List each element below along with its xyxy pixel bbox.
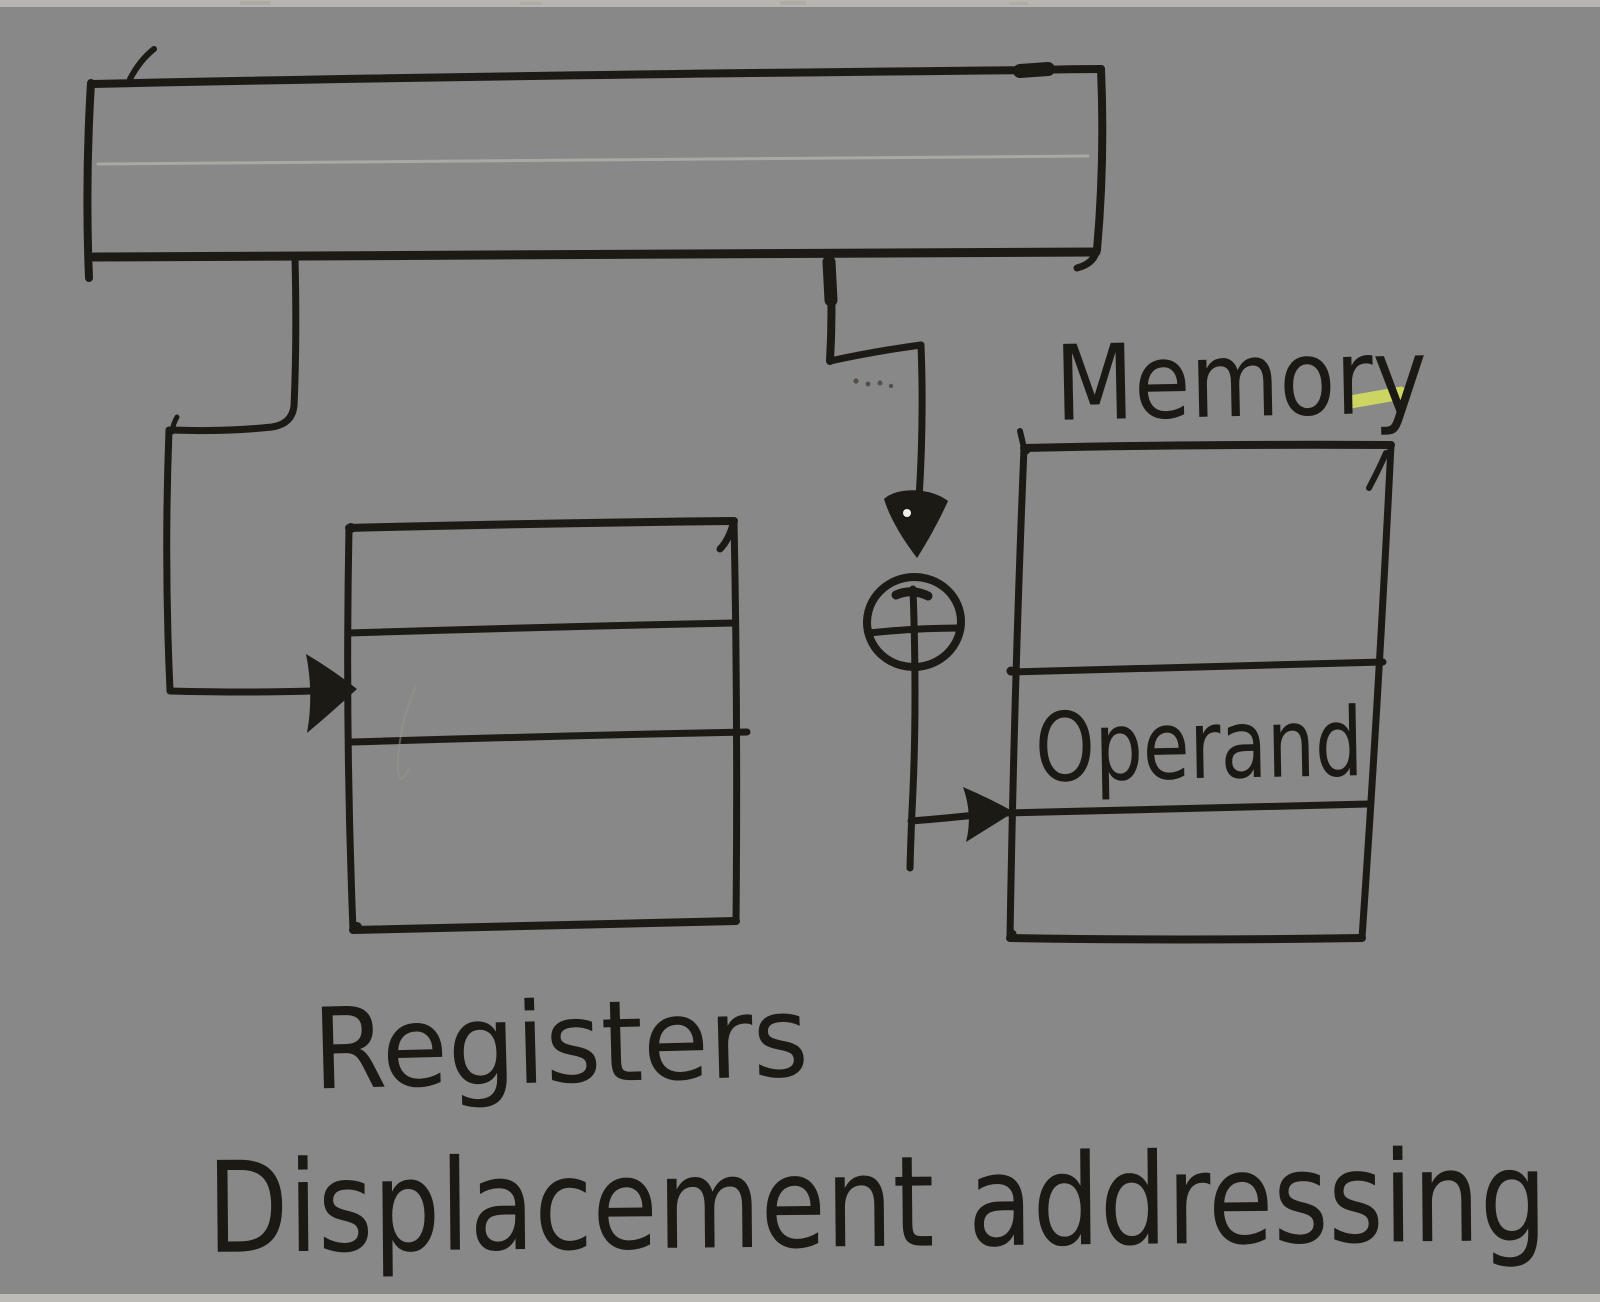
registers-box [344, 517, 751, 934]
speck [780, 1, 806, 5]
ink-blob [352, 922, 362, 932]
dot [853, 378, 859, 384]
connector-horizontal [166, 687, 316, 696]
memory-box-left [1006, 444, 1028, 942]
adder-circle [863, 572, 965, 672]
registers-box-right [730, 517, 741, 925]
ink-blob [822, 255, 838, 307]
arrowhead-right-icon [306, 654, 357, 733]
dot [877, 380, 883, 386]
registers-box-left [344, 524, 357, 934]
memory-label: Memory [1054, 315, 1428, 445]
connector-adder-to-memory [907, 787, 1014, 842]
ink-blob [1007, 929, 1017, 939]
highlighter-mark [1345, 386, 1407, 409]
pen-flick [127, 46, 157, 82]
memory-box-top [1020, 440, 1395, 452]
pencil-squiggle-mark [396, 685, 417, 780]
instruction-box-bottom [89, 247, 1101, 262]
pen-tick [1366, 450, 1389, 491]
scan-edge-bottom [0, 1294, 1600, 1302]
memory-box-right [1358, 441, 1395, 942]
memory-row-divider [1003, 800, 1372, 817]
operand-label: Operand [1034, 688, 1364, 804]
instruction-box-top [88, 65, 1105, 88]
speck [240, 1, 270, 5]
adder-icon [863, 572, 965, 872]
ink-blob [734, 835, 740, 841]
ink-blob [346, 523, 356, 533]
memory-box-bottom [1006, 934, 1366, 944]
caption-label: Displacement addressing [206, 1123, 1547, 1282]
ink-blob [1006, 666, 1016, 676]
instruction-box [83, 46, 1107, 282]
connector-instruction-to-adder [822, 254, 948, 558]
connector-vertical [915, 341, 926, 503]
connector-vertical [163, 426, 174, 694]
dot [865, 381, 871, 387]
arrowhead-down-icon [884, 490, 948, 558]
scan-edge-top [0, 0, 1600, 7]
memory-box [1003, 428, 1395, 944]
adder-plus-vertical-and-output [906, 585, 919, 872]
registers-row-divider [347, 728, 751, 746]
connector-instruction-to-registers [163, 254, 357, 733]
ink-dots-mark [853, 378, 894, 389]
speck [520, 2, 542, 5]
instruction-box-right [1093, 65, 1107, 254]
ink-blob [1021, 445, 1031, 455]
registers-label: Registers [311, 973, 810, 1116]
ink-blob [1013, 62, 1055, 78]
registers-box-top [345, 517, 738, 532]
registers-box-bottom [349, 917, 740, 934]
registers-row-divider [345, 619, 738, 637]
instruction-box-left [83, 79, 95, 282]
paper-gap [903, 509, 911, 517]
arrowhead-right-icon [963, 787, 1014, 842]
connector-elbow [167, 254, 300, 435]
memory-row-divider [1007, 658, 1387, 676]
speck [1010, 2, 1028, 5]
instruction-box-faint-line [96, 154, 1090, 166]
connector-slant [826, 341, 925, 365]
dot [888, 383, 894, 389]
